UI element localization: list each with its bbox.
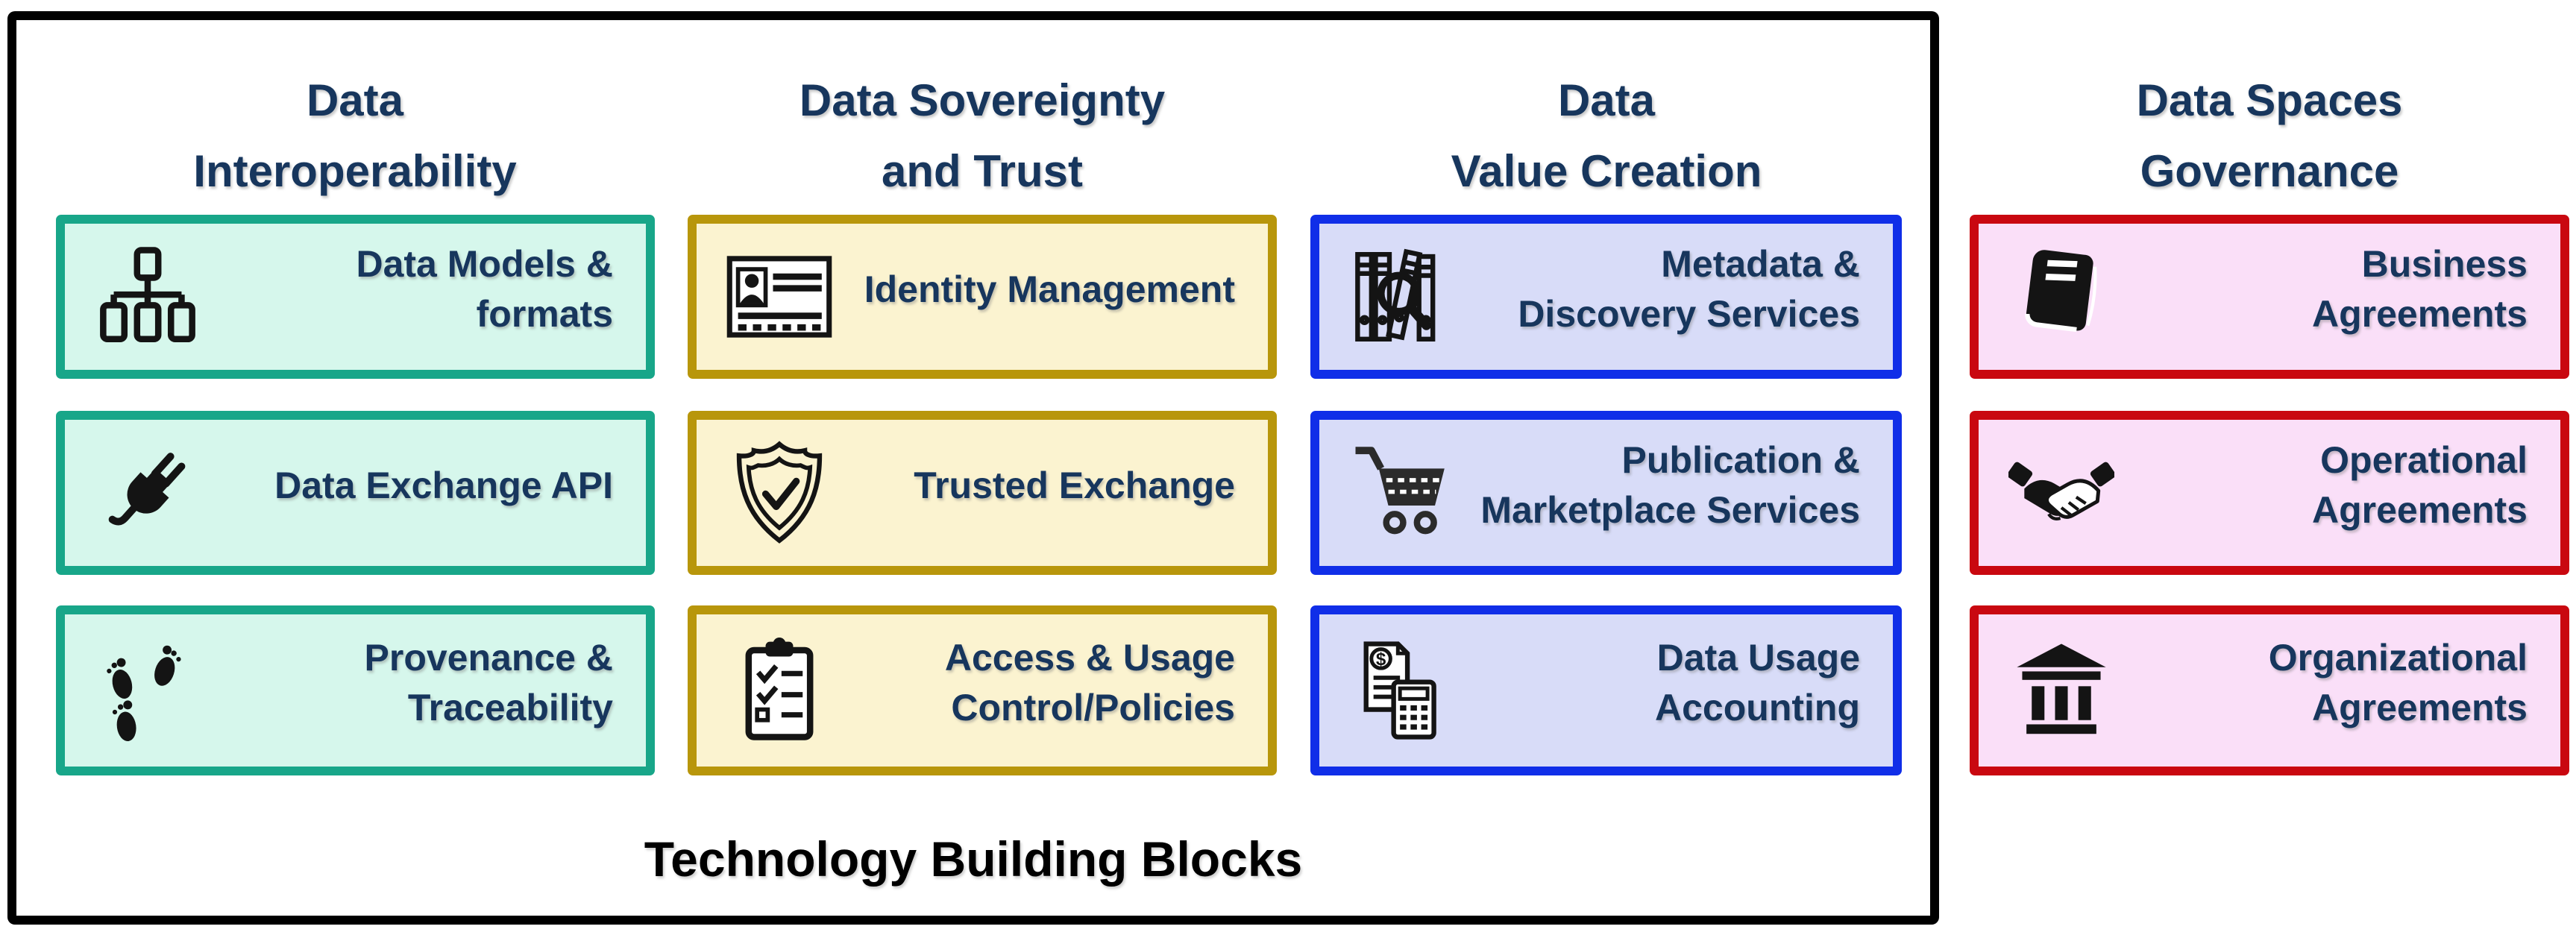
column-title-data-interoperability: Data Interoperability — [193, 75, 517, 196]
card-data-usage-accounting: $ Data Usage Accounting — [1310, 605, 1902, 775]
card-label: Provenance & Traceability — [364, 637, 613, 728]
book-icon — [2008, 241, 2114, 353]
card-data-models-formats: Data Models & formats — [56, 215, 655, 379]
card-data-exchange-api: Data Exchange API — [56, 411, 655, 575]
card-label: Data Usage Accounting — [1655, 637, 1860, 728]
card-metadata-discovery-services: Metadata & Discovery Services — [1310, 215, 1902, 379]
card-label: Business Agreements — [2312, 243, 2528, 335]
column-title-data-spaces-governance: Data Spaces Governance — [2136, 75, 2403, 196]
sitemap-icon — [95, 241, 201, 353]
card-operational-agreements: Operational Agreements — [1970, 411, 2569, 575]
card-publication-marketplace-services: Publication & Marketplace Services — [1310, 411, 1902, 575]
bank-icon — [2008, 635, 2114, 746]
handshake-icon — [2008, 437, 2114, 549]
card-identity-management: Identity Management — [688, 215, 1277, 379]
card-organizational-agreements: Organizational Agreements — [1970, 605, 2569, 775]
column-title-data-value-creation: Data Value Creation — [1451, 75, 1762, 196]
card-label: Access & Usage Control/Policies — [944, 637, 1235, 728]
plug-icon — [95, 437, 201, 549]
clipboard-checklist-icon — [726, 635, 832, 746]
column-title-data-sovereignty-trust: Data Sovereignty and Trust — [799, 75, 1166, 196]
card-label: Data Models & formats — [356, 243, 613, 335]
id-card-icon — [726, 241, 832, 353]
card-access-usage-control-policies: Access & Usage Control/Policies — [688, 605, 1277, 775]
books-magnifier-icon — [1349, 241, 1455, 353]
card-business-agreements: Business Agreements — [1970, 215, 2569, 379]
card-label: Metadata & Discovery Services — [1518, 243, 1860, 335]
card-trusted-exchange: Trusted Exchange — [688, 411, 1277, 575]
footprints-icon — [95, 635, 201, 746]
invoice-calculator-icon: $ — [1349, 635, 1455, 746]
card-label: Publication & Marketplace Services — [1480, 439, 1860, 531]
card-label: Data Exchange API — [274, 464, 613, 506]
card-label: Identity Management — [864, 268, 1235, 310]
shopping-cart-icon — [1349, 437, 1455, 549]
card-label: Organizational Agreements — [2268, 637, 2528, 728]
card-provenance-traceability: Provenance & Traceability — [56, 605, 655, 775]
card-label: Operational Agreements — [2312, 439, 2528, 531]
svg-text:$: $ — [1376, 649, 1386, 670]
container-label: Technology Building Blocks — [644, 831, 1303, 887]
card-label: Trusted Exchange — [914, 464, 1235, 506]
shield-check-icon — [726, 437, 832, 549]
